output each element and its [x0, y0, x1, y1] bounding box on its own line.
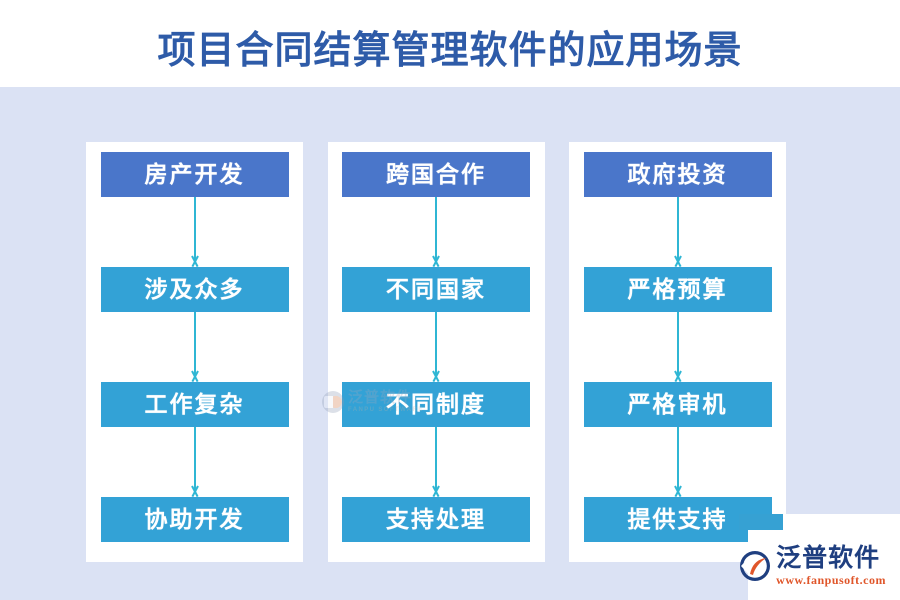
brand-logo: 泛普软件 www.fanpusoft.com: [739, 546, 886, 586]
brand-url: www.fanpusoft.com: [776, 573, 886, 587]
flow-node[interactable]: 协助开发: [100, 496, 289, 542]
flow-node[interactable]: 房产开发: [100, 152, 289, 198]
arrow-stem: [676, 312, 679, 376]
flow-arrow-down-icon: [584, 312, 772, 382]
flow-column-2: 跨国合作 不同国家 不同制度 支持处理: [327, 142, 545, 562]
flow-node-label: 提供支持: [627, 506, 728, 532]
fanpu-logo-icon: [739, 550, 771, 582]
arrow-stem: [676, 427, 679, 491]
flow-node-label: 工作复杂: [144, 391, 245, 417]
flow-node[interactable]: 工作复杂: [100, 381, 289, 428]
flow-node[interactable]: 严格审机: [583, 381, 772, 428]
flow-arrow-down-icon: [342, 312, 530, 382]
flow-node-label: 跨国合作: [386, 162, 486, 188]
corner-accent-swatch: [739, 514, 783, 530]
flow-arrow-down-icon: [584, 197, 772, 267]
flow-node[interactable]: 跨国合作: [342, 152, 530, 198]
arrow-head: [429, 486, 443, 496]
flow-node-label: 不同制度: [386, 391, 486, 417]
flow-node-label: 房产开发: [144, 162, 245, 188]
arrow-stem: [193, 312, 196, 376]
flow-node-label: 政府投资: [627, 162, 728, 188]
flow-arrow-down-icon: [342, 197, 530, 267]
arrow-stem: [435, 312, 437, 376]
header-band: [0, 0, 900, 87]
flow-column-3: 政府投资 严格预算 严格审机 提供支持: [569, 142, 786, 562]
arrow-stem: [435, 427, 437, 491]
arrow-stem: [676, 197, 679, 261]
flow-node[interactable]: 政府投资: [583, 152, 772, 198]
flow-columns: 房产开发 涉及众多 工作复杂 协助开发: [86, 142, 786, 562]
flow-column-1: 房产开发 涉及众多 工作复杂 协助开发: [86, 142, 303, 562]
arrow-head: [188, 486, 202, 496]
arrow-head: [671, 371, 685, 381]
flow-node-label: 协助开发: [144, 506, 245, 532]
arrow-head: [429, 371, 443, 381]
arrow-stem: [193, 427, 196, 491]
brand-logo-text: 泛普软件 www.fanpusoft.com: [776, 544, 886, 587]
flow-node[interactable]: 支持处理: [342, 496, 530, 542]
page-title: 项目合同结算管理软件的应用场景: [157, 30, 743, 72]
flow-arrow-down-icon: [101, 427, 289, 497]
flow-node[interactable]: 严格预算: [583, 266, 772, 313]
arrow-stem: [435, 197, 437, 261]
arrow-head: [671, 486, 685, 496]
flow-node[interactable]: 涉及众多: [100, 266, 289, 313]
arrow-stem: [193, 197, 196, 261]
flow-arrow-down-icon: [101, 197, 289, 267]
flow-node-label: 严格审机: [627, 391, 728, 417]
brand-name: 泛普软件: [776, 544, 881, 572]
flow-arrow-down-icon: [584, 427, 772, 497]
flow-node-label: 支持处理: [386, 506, 486, 532]
flow-node-label: 涉及众多: [144, 277, 245, 303]
flow-node[interactable]: 不同国家: [342, 266, 530, 313]
arrow-head: [671, 256, 685, 266]
flow-node-label: 严格预算: [627, 277, 728, 303]
flow-arrow-down-icon: [342, 427, 530, 497]
arrow-head: [188, 256, 202, 266]
arrow-head: [188, 371, 202, 381]
arrow-head: [429, 256, 443, 266]
flow-arrow-down-icon: [101, 312, 289, 382]
flow-node[interactable]: 不同制度: [342, 381, 530, 428]
flow-node-label: 不同国家: [386, 277, 486, 303]
